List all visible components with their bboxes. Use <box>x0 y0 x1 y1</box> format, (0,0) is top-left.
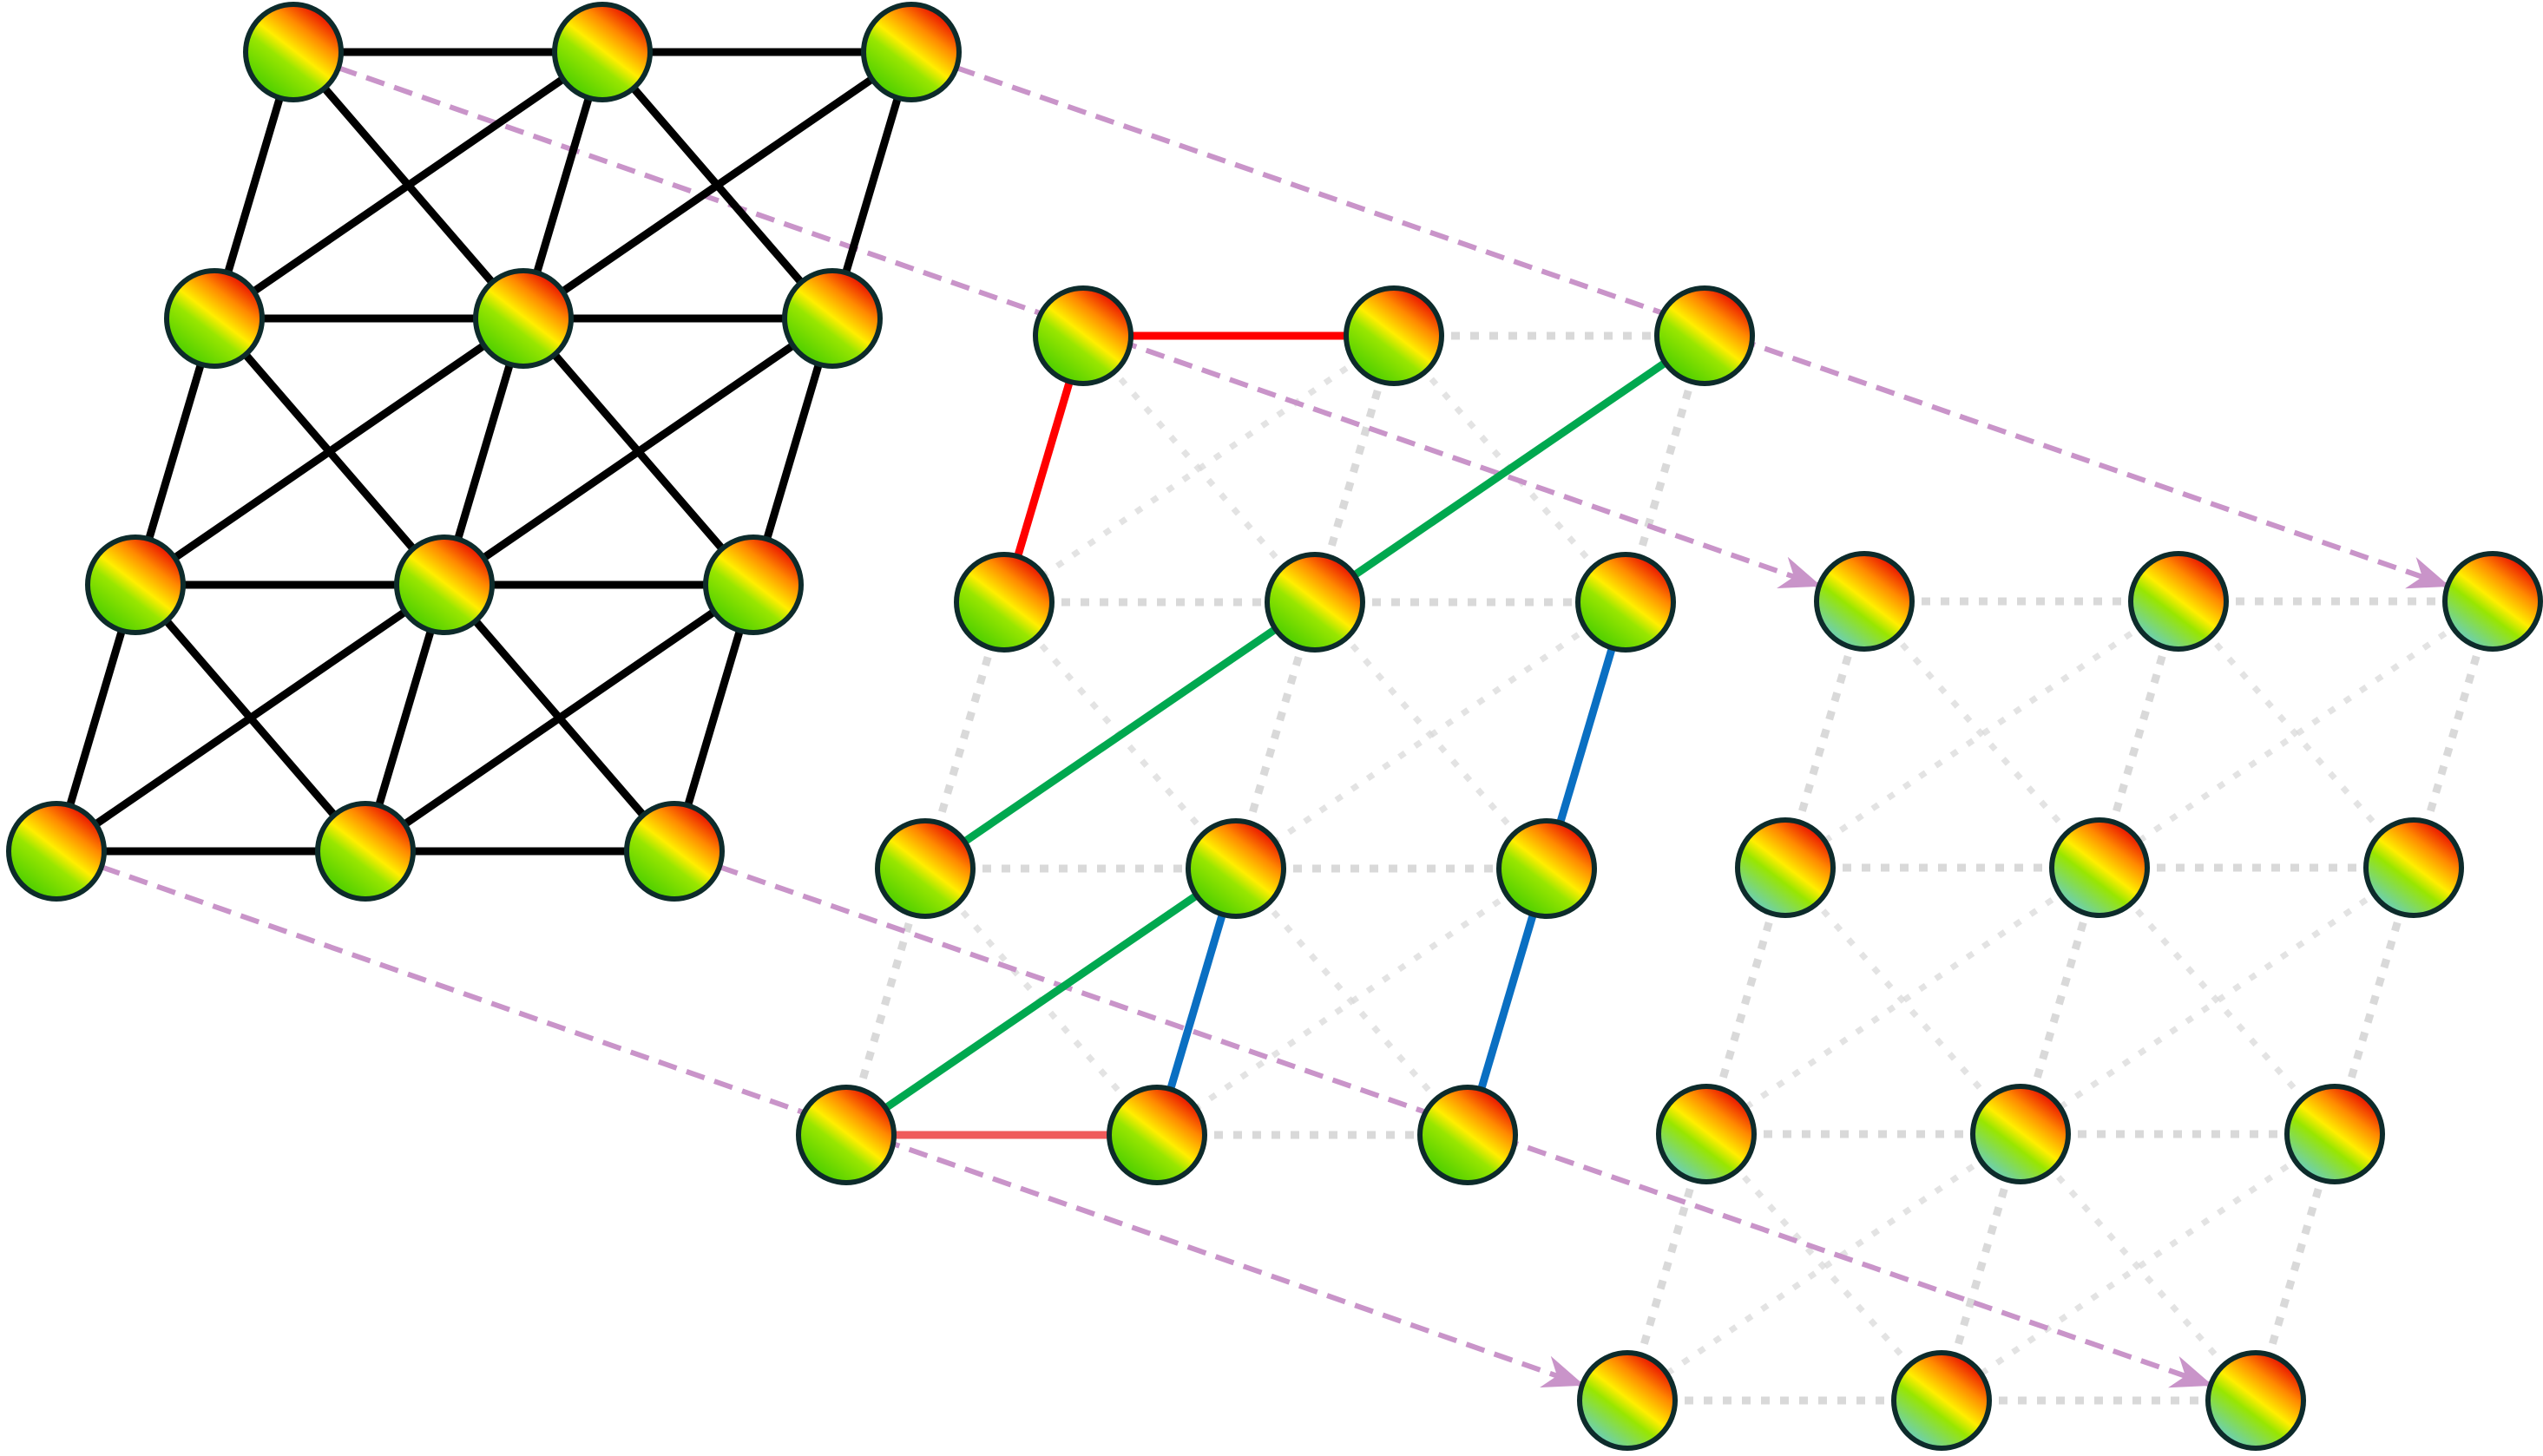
background-grid-edges <box>842 331 2497 1405</box>
grid-b-node <box>1417 1085 1518 1185</box>
grid-c-node <box>1970 1084 2071 1184</box>
grid-c-dotted-edge <box>2019 865 2415 1137</box>
grid-c-dotted-edge <box>1704 1131 1944 1403</box>
grid-a-node <box>703 535 804 635</box>
grid-c-dotted-edge <box>1862 599 2102 870</box>
grid-b-node <box>1496 818 1597 919</box>
grid-c-node <box>2205 1350 2306 1451</box>
grid-a-node <box>552 2 653 102</box>
projection-arrow <box>718 864 2213 1388</box>
grid-c-node <box>1735 817 1836 918</box>
grid-c-dotted-edge <box>2176 599 2416 870</box>
grid-c-dotted-edge <box>1940 1131 2336 1403</box>
grid-c-node <box>1814 551 1915 652</box>
grid-c-node <box>2284 1084 2385 1184</box>
grid-a-node <box>6 801 107 902</box>
lattice-nodes <box>6 2 2543 1451</box>
grid-c-dotted-edge <box>2098 599 2494 870</box>
grid-a-edge <box>52 580 449 856</box>
grid-c-dotted-edge <box>2097 865 2337 1137</box>
grid-b-node <box>875 818 976 919</box>
grid-a-edge <box>440 314 837 589</box>
grid-c-dotted-edge <box>1783 865 2023 1137</box>
grid-b-node <box>954 552 1055 653</box>
projection-arrow <box>955 65 2450 589</box>
grid-c-dotted-edge <box>1705 865 2101 1137</box>
grid-b-dotted-edge <box>1155 866 1548 1138</box>
grid-c-dotted-edge <box>1784 599 2180 870</box>
grid-c-node <box>1891 1350 1992 1451</box>
grid-a-edge <box>519 48 916 323</box>
grid-a-node <box>85 535 186 635</box>
grid-b-node <box>1575 552 1676 653</box>
grid-a-node <box>861 2 962 102</box>
grid-c-node <box>2363 817 2464 918</box>
grid-a-edge <box>361 580 758 856</box>
grid-c-node <box>2049 817 2150 918</box>
grid-a-node <box>782 268 883 369</box>
grid-c-dotted-edge <box>1626 1131 2022 1403</box>
grid-c-dotted-edge <box>2018 1131 2258 1403</box>
grid-c-node <box>1577 1350 1678 1451</box>
grid-b-node <box>1186 818 1286 919</box>
grid-a-node <box>394 535 495 635</box>
grid-b-dotted-edge <box>1234 600 1627 871</box>
grid-b-dotted-edge <box>1002 333 1396 605</box>
grid-a-node <box>624 801 725 902</box>
grid-c-node <box>2128 551 2229 652</box>
grid-a-node <box>473 268 574 369</box>
grid-b-node <box>1654 285 1755 386</box>
grid-a-node <box>243 2 344 102</box>
grid-b-node <box>1265 552 1365 653</box>
grid-c-node <box>2442 551 2543 652</box>
grid-a-edges <box>52 48 916 856</box>
grid-a-node <box>164 268 265 369</box>
grid-a-edge <box>210 48 607 323</box>
grid-b-node <box>796 1085 897 1185</box>
grid-b-node <box>1033 285 1134 386</box>
grid-b-node <box>1344 285 1444 386</box>
green-path-lower <box>844 865 1239 1138</box>
projection-arrows <box>100 65 2450 1388</box>
grid-c-node <box>1656 1084 1757 1184</box>
grid-b-node <box>1107 1085 1207 1185</box>
grid-a-node <box>315 801 416 902</box>
grid-a-edge <box>131 314 528 589</box>
